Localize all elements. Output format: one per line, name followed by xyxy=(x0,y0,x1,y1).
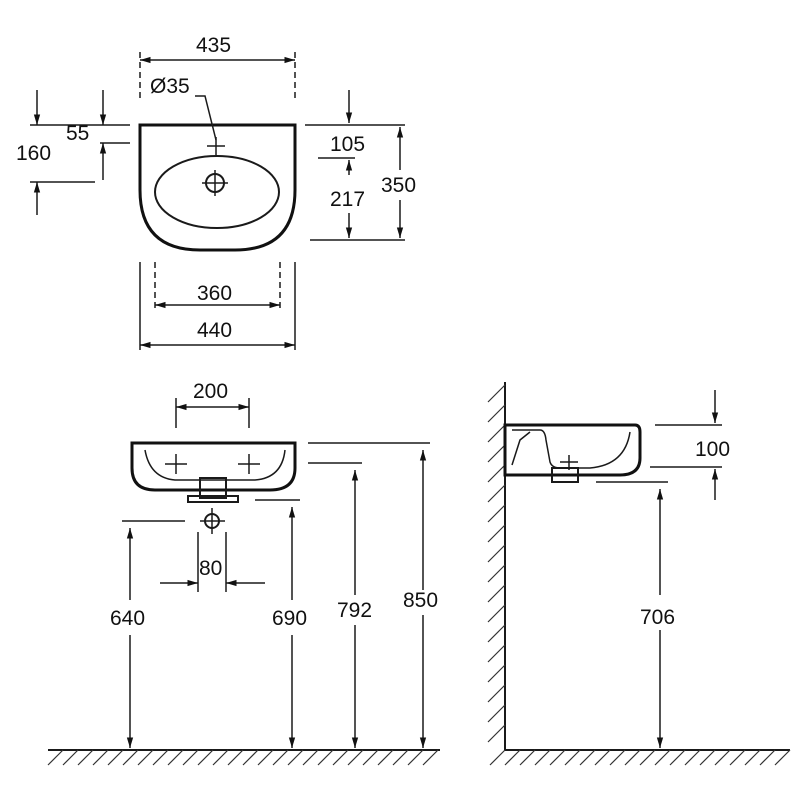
wall-hatch xyxy=(487,384,506,743)
dim-792-label: 792 xyxy=(337,599,372,622)
dim-105-label: 105 xyxy=(330,133,365,156)
dim-690-label: 690 xyxy=(272,607,307,630)
dim-200-label: 200 xyxy=(193,380,228,403)
front-view: 200 80 640 690 792 850 xyxy=(47,380,440,766)
side-view: 100 706 xyxy=(487,382,791,766)
dim-350-label: 350 xyxy=(381,174,416,197)
basin-outline-front xyxy=(130,441,297,492)
dim-80-label: 80 xyxy=(199,557,222,580)
hole-diameter-label: Ø35 xyxy=(150,75,190,98)
floor-hatch-front xyxy=(47,749,439,766)
dim-160-label: 160 xyxy=(16,142,51,165)
inner-bowl-top xyxy=(154,155,280,229)
dim-440-label: 440 xyxy=(197,319,232,342)
top-view: Ø35 435 55 160 105 217 350 3 xyxy=(16,34,416,350)
dim-850-label: 850 xyxy=(403,589,438,612)
dim-217-label: 217 xyxy=(330,188,365,211)
floor-hatch-side xyxy=(489,749,791,766)
dim-100-label: 100 xyxy=(695,438,730,461)
dim-640-label: 640 xyxy=(110,607,145,630)
dim-435-label: 435 xyxy=(196,34,231,57)
basin-outline-top xyxy=(138,123,297,252)
dim-55-label: 55 xyxy=(66,122,89,145)
dim-706-label: 706 xyxy=(640,606,675,629)
basin-outline-side xyxy=(503,423,642,477)
dim-360-label: 360 xyxy=(197,282,232,305)
